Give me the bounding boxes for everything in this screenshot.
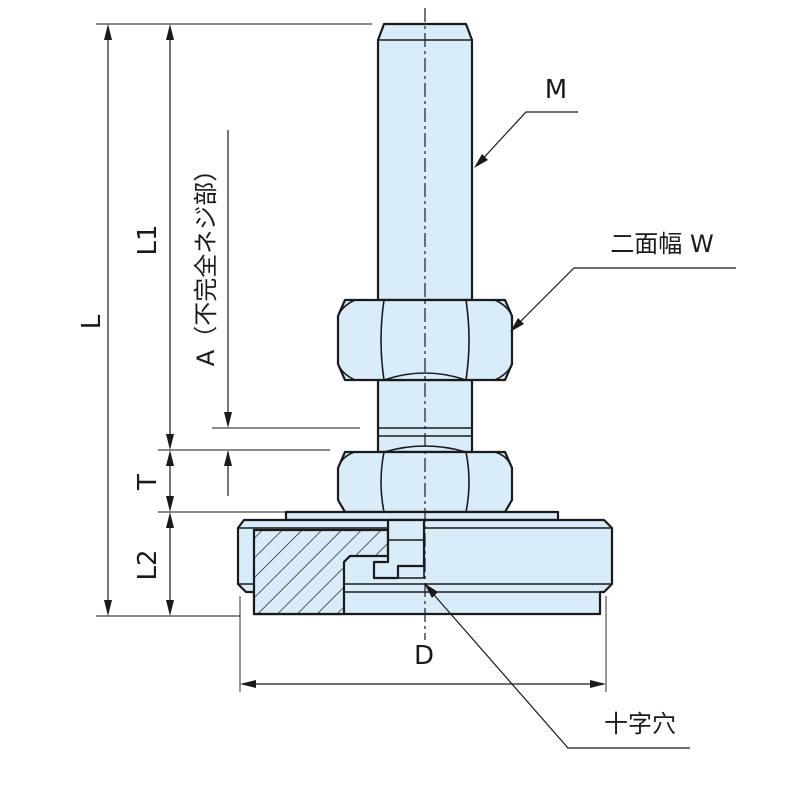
leader-W xyxy=(513,267,736,329)
label-L2: L2 xyxy=(133,549,163,580)
label-L: L xyxy=(77,314,107,329)
label-M: M xyxy=(545,75,567,105)
label-L1: L1 xyxy=(133,224,163,255)
label-T: T xyxy=(133,474,163,491)
label-A: A（不完全ネジ部） xyxy=(192,158,220,366)
leader-cross-hole xyxy=(427,587,690,749)
label-D: D xyxy=(414,641,434,671)
washer-plate xyxy=(284,510,560,522)
label-cross-hole: 十字穴 xyxy=(604,710,676,738)
label-W: 二面幅 W xyxy=(610,230,713,258)
leader-M xyxy=(477,111,578,165)
